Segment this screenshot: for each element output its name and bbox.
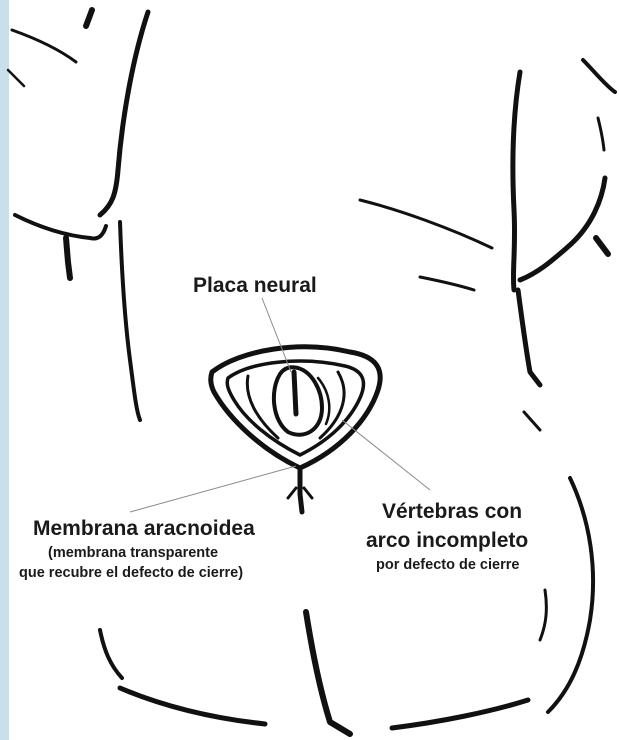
left-back-contour xyxy=(120,222,140,420)
label-placa-neural: Placa neural xyxy=(193,274,317,298)
neural-groove xyxy=(294,372,296,414)
right-arm-top-line xyxy=(583,60,615,92)
left-edge-tint xyxy=(0,0,9,740)
leader-vertebras xyxy=(342,420,430,490)
back-line-lower xyxy=(420,277,474,290)
right-arm-small-line xyxy=(598,118,604,150)
right-hip-contour xyxy=(548,478,593,712)
left-buttock-fold xyxy=(120,688,265,724)
label-membrana-subtitle-2: que recubre el defecto de cierre) xyxy=(19,565,243,582)
right-back-contour xyxy=(518,290,540,385)
left-hand-crease xyxy=(15,215,106,239)
top-mark xyxy=(86,10,92,26)
label-vertebras-line-2: arco incompleto xyxy=(366,529,528,553)
leader-membrana xyxy=(130,466,296,512)
label-vertebras-subtitle: por defecto de cierre xyxy=(376,557,519,574)
left-hand-notch xyxy=(66,238,70,278)
right-arm-outline xyxy=(513,72,520,290)
lesion-stalk xyxy=(300,468,302,512)
left-hip-mark xyxy=(100,630,122,678)
label-membrana-aracnoidea: Membrana aracnoidea xyxy=(33,517,255,541)
left-arm-top-line xyxy=(12,30,76,62)
label-membrana-subtitle-1: (membrana transparente xyxy=(48,545,218,562)
right-buttock-fold xyxy=(392,700,528,728)
right-back-mark xyxy=(524,412,540,430)
label-vertebras-line-1: Vértebras con xyxy=(382,500,522,524)
left-arm-outline xyxy=(100,12,148,215)
right-hip-mark xyxy=(540,590,546,640)
neural-placode xyxy=(274,367,322,434)
left-arm-small-line xyxy=(8,70,24,86)
lesion-cross-section xyxy=(211,347,380,512)
right-hand-crease xyxy=(520,178,605,280)
back-line-upper xyxy=(360,200,492,248)
gluteal-cleft xyxy=(306,612,350,734)
right-hand-notch xyxy=(596,238,608,254)
